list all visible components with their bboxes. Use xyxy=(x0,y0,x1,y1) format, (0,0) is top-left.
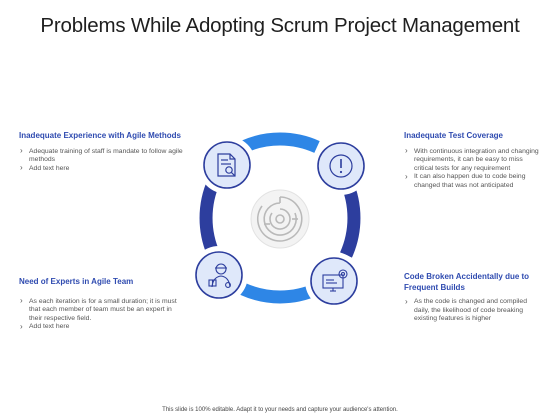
bullet-list: As the code is changed and compiled dail… xyxy=(404,298,542,324)
ring-segment-left xyxy=(199,178,221,258)
page-title: Problems While Adopting Scrum Project Ma… xyxy=(40,14,520,37)
bullet-item: As the code is changed and compiled dail… xyxy=(404,298,542,324)
block-heading: Inadequate Test Coverage xyxy=(404,131,503,140)
ring-segment-top xyxy=(240,132,320,154)
node-bottom-right xyxy=(305,252,363,310)
problem-block-bottom-right: Code Broken Accidentally due to Frequent… xyxy=(404,272,542,324)
block-heading: Code Broken Accidentally due to Frequent… xyxy=(404,272,530,292)
bullet-item: With continuous integration and changing… xyxy=(404,147,542,174)
block-heading: Inadequate Experience with Agile Methods xyxy=(19,131,181,140)
bullet-item: Add text here xyxy=(19,323,179,332)
bullet-item: Add text here xyxy=(19,164,197,174)
document-search-icon xyxy=(217,153,236,177)
footer-note: This slide is 100% editable. Adapt it to… xyxy=(162,407,398,413)
problem-block-top-left: Inadequate Experience with Agile Methods… xyxy=(19,131,197,173)
engineer-icon xyxy=(208,263,231,288)
computer-settings-icon xyxy=(322,269,348,292)
bullet-item: It can also happen due to code being cha… xyxy=(404,173,542,190)
problem-block-top-right: Inadequate Test Coverage With continuous… xyxy=(404,131,542,190)
bullet-list: As each iteration is for a small duratio… xyxy=(19,297,179,332)
exclamation-icon xyxy=(329,154,353,178)
node-top-right xyxy=(312,137,370,195)
node-top-left xyxy=(198,136,256,194)
problem-block-bottom-left: Need of Experts in Agile Team As each it… xyxy=(19,277,179,332)
ring-segment-bottom xyxy=(240,282,320,304)
bullet-list: Adequate training of staff is mandate to… xyxy=(19,147,197,174)
bullet-item: Adequate training of staff is mandate to… xyxy=(19,147,197,165)
node-bottom-left xyxy=(190,246,248,304)
bullet-list: With continuous integration and changing… xyxy=(404,147,542,191)
bullet-item: As each iteration is for a small duratio… xyxy=(19,297,179,324)
maze-icon xyxy=(250,189,310,249)
block-heading: Need of Experts in Agile Team xyxy=(19,277,134,286)
